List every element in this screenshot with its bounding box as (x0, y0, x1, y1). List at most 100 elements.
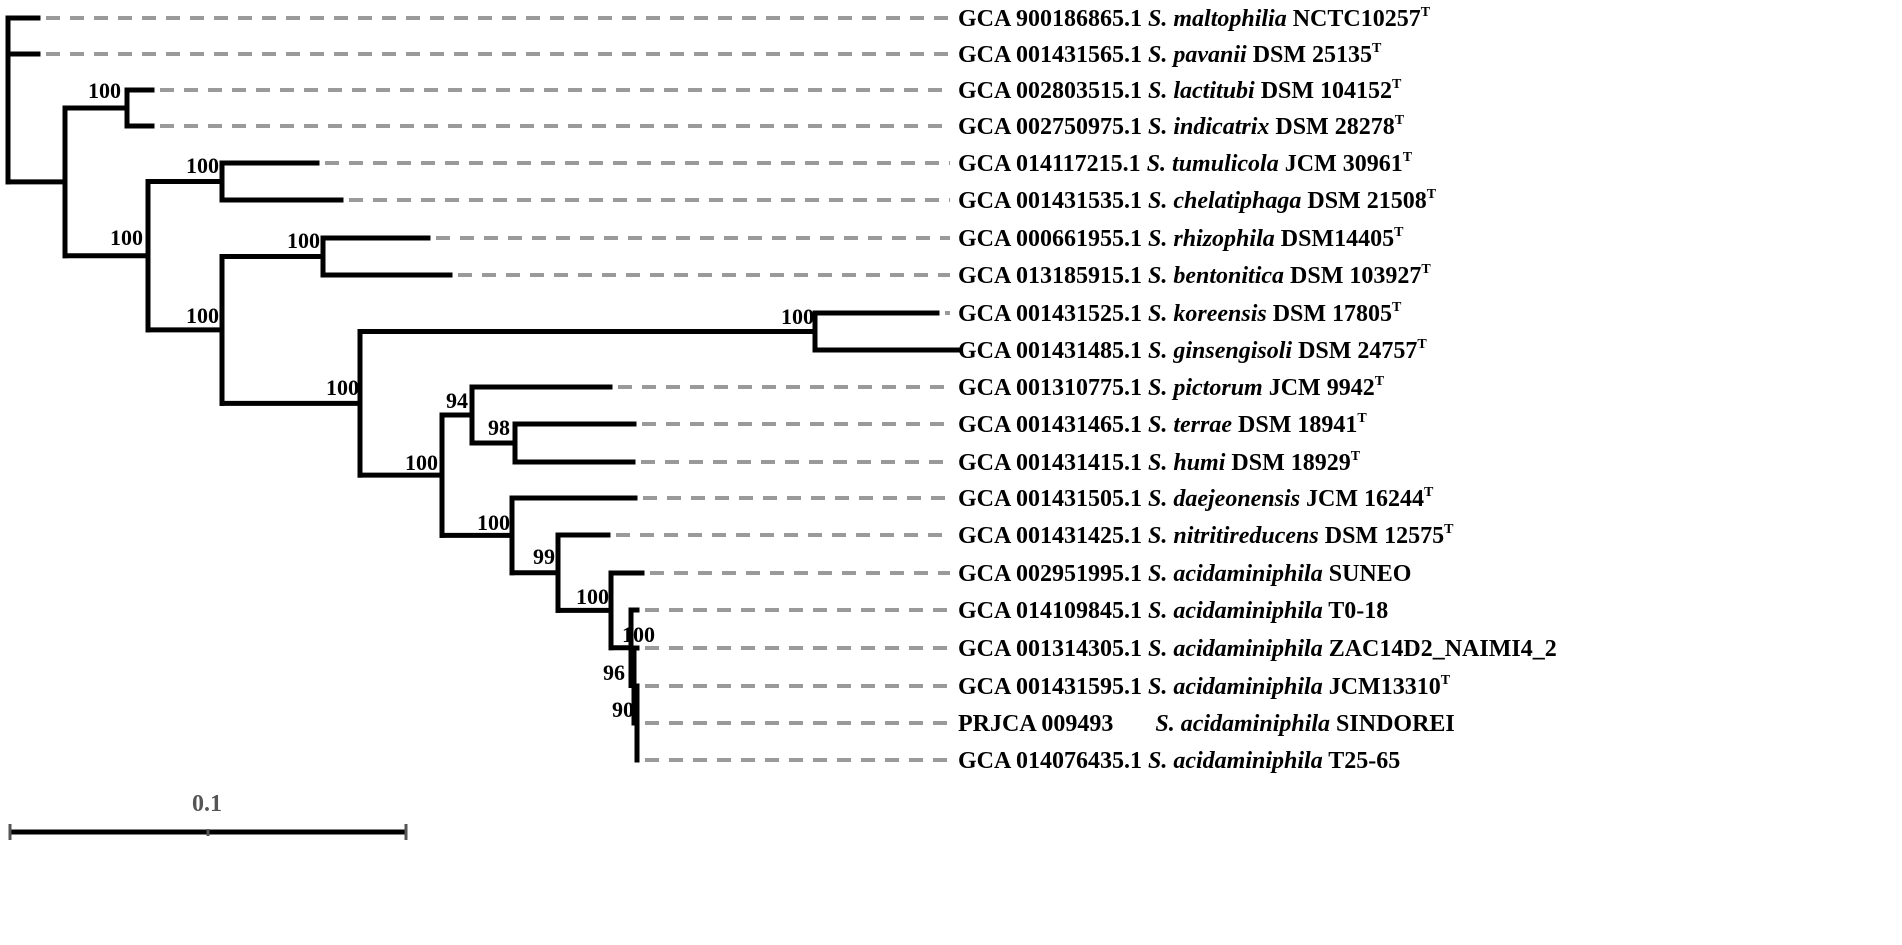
taxon-strain: DSM 25135 (1247, 42, 1372, 68)
taxon-accession: GCA 000661955.1 (958, 226, 1142, 252)
taxon-strain: DSM 24757 (1292, 338, 1417, 364)
bootstrap-value: 99 (533, 544, 555, 569)
taxon-strain: DSM 104152 (1255, 78, 1392, 104)
taxon-species: S. chelatiphaga (1142, 188, 1301, 214)
taxon-accession: GCA 013185915.1 (958, 263, 1142, 289)
bootstrap-value: 96 (603, 660, 625, 685)
tree-branches (5, 15, 963, 763)
taxon-accession: GCA 001431505.1 (958, 486, 1142, 512)
type-strain-mark: T (1357, 411, 1367, 426)
taxon-species: S. acidaminiphila (1142, 598, 1323, 624)
bootstrap-value: 94 (446, 388, 468, 413)
type-strain-mark: T (1372, 41, 1382, 56)
bootstrap-value: 100 (186, 303, 219, 328)
taxon-accession: GCA 001431595.1 (958, 674, 1142, 700)
type-strain-mark: T (1421, 262, 1431, 277)
taxon-species: S. koreensis (1142, 301, 1267, 327)
type-strain-mark: T (1424, 485, 1434, 500)
taxon-species: S. humi (1142, 450, 1226, 476)
type-strain-mark: T (1403, 150, 1413, 165)
taxon-strain: NCTC10257 (1287, 6, 1421, 32)
taxon-species: S. bentonitica (1142, 263, 1284, 289)
taxon-strain: DSM 28278 (1269, 114, 1394, 140)
taxon-strain: JCM 16244 (1300, 486, 1424, 512)
taxon-accession: PRJCA 009493 (958, 711, 1113, 737)
taxon-accession: GCA 014117215.1 (958, 151, 1141, 177)
taxon-strain: DSM 103927 (1284, 263, 1421, 289)
taxon-species: S. rhizophila (1142, 226, 1275, 252)
taxon-accession: GCA 001431525.1 (958, 301, 1142, 327)
taxon-accession: GCA 900186865.1 (958, 6, 1142, 32)
bootstrap-value: 90 (612, 697, 634, 722)
bootstrap-value: 100 (405, 450, 438, 475)
taxon-label: GCA 001431425.1 S. nitritireducens DSM 1… (958, 522, 1454, 549)
taxon-label: GCA 014076435.1 S. acidaminiphila T25-65 (958, 748, 1400, 774)
type-strain-mark: T (1417, 337, 1427, 352)
taxon-label: GCA 001431565.1 S. pavanii DSM 25135T (958, 41, 1382, 68)
type-strain-mark: T (1394, 225, 1404, 240)
taxon-species: S. nitritireducens (1142, 523, 1319, 549)
taxon-species: S. terrae (1142, 412, 1232, 438)
taxon-strain: ZAC14D2_NAIMI4_2 (1323, 636, 1557, 662)
taxon-accession: GCA 001431415.1 (958, 450, 1142, 476)
taxon-accession: GCA 001314305.1 (958, 636, 1142, 662)
taxon-strain: DSM 18929 (1225, 450, 1350, 476)
taxon-species: S. pictorum (1142, 375, 1263, 401)
taxon-species: S. lactitubi (1142, 78, 1255, 104)
type-strain-mark: T (1392, 300, 1402, 315)
type-strain-mark: T (1375, 374, 1385, 389)
taxon-accession: GCA 002803515.1 (958, 78, 1142, 104)
taxon-label: GCA 002803515.1 S. lactitubi DSM 104152T (958, 77, 1402, 104)
taxon-accession: GCA 001431565.1 (958, 42, 1142, 68)
taxon-species: S. tumulicola (1141, 151, 1279, 177)
bootstrap-value: 100 (287, 228, 320, 253)
taxon-strain: T0-18 (1323, 598, 1389, 624)
taxon-label: GCA 900186865.1 S. maltophilia NCTC10257… (958, 5, 1431, 32)
bootstrap-value: 100 (622, 622, 655, 647)
bootstrap-value: 98 (488, 415, 510, 440)
taxon-label: GCA 014109845.1 S. acidaminiphila T0-18 (958, 598, 1388, 624)
bootstrap-value: 100 (781, 304, 814, 329)
taxon-accession: GCA 001431535.1 (958, 188, 1142, 214)
taxon-species: S. acidaminiphila (1113, 711, 1330, 737)
taxon-accession: GCA 002750975.1 (958, 114, 1142, 140)
taxon-strain: DSM 12575 (1319, 523, 1444, 549)
taxon-accession: GCA 014076435.1 (958, 748, 1142, 774)
taxon-label: GCA 002951995.1 S. acidaminiphila SUNEO (958, 561, 1411, 587)
taxon-strain: JCM 9942 (1263, 375, 1375, 401)
taxon-species: S. pavanii (1142, 42, 1247, 68)
taxon-strain: JCM 30961 (1279, 151, 1403, 177)
scale-bar: 0.1 (8, 791, 408, 840)
bootstrap-value: 100 (88, 78, 121, 103)
taxon-strain: DSM 21508 (1301, 188, 1426, 214)
taxon-accession: GCA 001310775.1 (958, 375, 1142, 401)
taxon-species: S. daejeonensis (1142, 486, 1300, 512)
type-strain-mark: T (1392, 77, 1402, 92)
taxon-label: GCA 000661955.1 S. rhizophila DSM14405T (958, 225, 1404, 252)
type-strain-mark: T (1395, 113, 1405, 128)
taxon-strain: JCM13310 (1323, 674, 1441, 700)
taxon-label: GCA 013185915.1 S. bentonitica DSM 10392… (958, 262, 1431, 289)
taxon-labels: GCA 900186865.1 S. maltophilia NCTC10257… (958, 5, 1557, 774)
bootstrap-value: 100 (110, 225, 143, 250)
tip-leaders (46, 16, 950, 762)
taxon-label: GCA 001431485.1 S. ginsengisoli DSM 2475… (958, 337, 1427, 364)
taxon-strain: DSM14405 (1275, 226, 1394, 252)
taxon-species: S. acidaminiphila (1142, 674, 1323, 700)
taxon-label: GCA 002750975.1 S. indicatrix DSM 28278T (958, 113, 1405, 140)
taxon-label: GCA 001431525.1 S. koreensis DSM 17805T (958, 300, 1402, 327)
taxon-strain: SUNEO (1323, 561, 1412, 587)
taxon-label: GCA 001431595.1 S. acidaminiphila JCM133… (958, 673, 1451, 700)
taxon-label: GCA 014117215.1 S. tumulicola JCM 30961T (958, 150, 1413, 177)
type-strain-mark: T (1444, 522, 1454, 537)
taxon-accession: GCA 014109845.1 (958, 598, 1142, 624)
type-strain-mark: T (1441, 673, 1451, 688)
taxon-species: S. indicatrix (1142, 114, 1269, 140)
taxon-accession: GCA 002951995.1 (958, 561, 1142, 587)
taxon-label: GCA 001314305.1 S. acidaminiphila ZAC14D… (958, 636, 1557, 662)
type-strain-mark: T (1421, 5, 1431, 20)
taxon-strain: T25-65 (1323, 748, 1401, 774)
taxon-accession: GCA 001431465.1 (958, 412, 1142, 438)
